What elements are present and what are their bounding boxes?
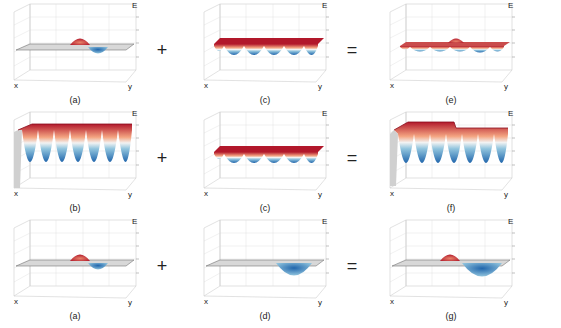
- axis-label: y: [128, 83, 132, 91]
- operator-sign: +: [157, 257, 168, 275]
- axis-label: x: [14, 298, 18, 306]
- operator-sign: =: [347, 41, 358, 59]
- axis-label: x: [204, 190, 208, 198]
- axis-label: E: [508, 2, 513, 10]
- axis-label: E: [508, 218, 513, 226]
- panel-caption: (c): [260, 204, 271, 213]
- axis-label: y: [128, 191, 132, 199]
- panel-caption: (e): [446, 96, 457, 105]
- axis-label: y: [504, 83, 508, 91]
- panel-caption: (g): [446, 312, 457, 321]
- axis-label: E: [322, 218, 327, 226]
- axis-label: x: [390, 82, 394, 90]
- axis-label: x: [390, 190, 394, 198]
- axis-label: x: [204, 82, 208, 90]
- axis-label: E: [132, 110, 137, 118]
- axis-label: E: [322, 2, 327, 10]
- axis-label: y: [318, 299, 322, 307]
- axis-label: y: [318, 83, 322, 91]
- axis-label: E: [508, 110, 513, 118]
- axis-label: x: [390, 298, 394, 306]
- panel-caption: (d): [260, 312, 271, 321]
- axis-label: x: [204, 298, 208, 306]
- axis-label: E: [132, 2, 137, 10]
- panel-caption: (a): [70, 312, 81, 321]
- operator-sign: +: [157, 41, 168, 59]
- axis-label: x: [14, 190, 18, 198]
- operator-sign: =: [347, 257, 358, 275]
- axis-label: y: [504, 299, 508, 307]
- panel-caption: (f): [447, 204, 456, 213]
- axis-label: y: [318, 191, 322, 199]
- axis-label: y: [128, 299, 132, 307]
- axis-label: E: [132, 218, 137, 226]
- axis-label: E: [322, 110, 327, 118]
- axis-label: x: [14, 82, 18, 90]
- panel-caption: (a): [70, 96, 81, 105]
- axis-label: y: [504, 191, 508, 199]
- operator-sign: =: [347, 149, 358, 167]
- panel-caption: (b): [70, 204, 81, 213]
- panel-caption: (c): [260, 96, 271, 105]
- operator-sign: +: [157, 149, 168, 167]
